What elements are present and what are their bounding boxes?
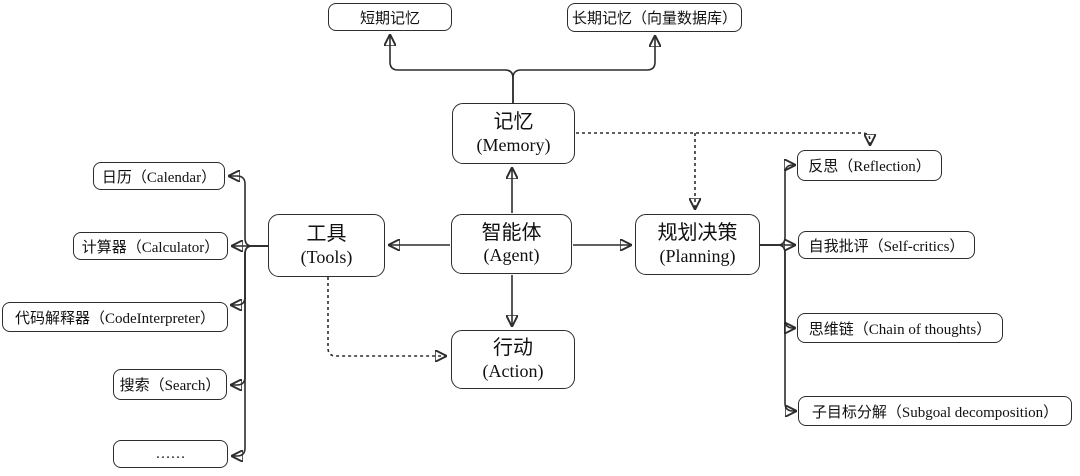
node-long-term-memory-label: 长期记忆（向量数据库）: [571, 11, 737, 27]
node-agent-label-en: (Agent): [483, 245, 540, 266]
node-short-term-memory: 短期记忆: [328, 3, 452, 31]
node-chain-of-thoughts: 思维链（Chain of thoughts）: [797, 313, 1003, 343]
edge-planning-subgoal: [760, 244, 795, 411]
node-planning-label-en: (Planning): [659, 245, 736, 266]
node-self-critics: 自我批评（Self-critics）: [798, 231, 975, 259]
node-reflection-label: 反思（Reflection）: [808, 159, 931, 175]
node-code-interpreter: 代码解释器（CodeInterpreter）: [2, 302, 228, 332]
node-tools: 工具 (Tools): [268, 214, 385, 277]
node-calculator-label: 计算器（Calculator）: [81, 239, 220, 256]
edge-tools-more: [233, 245, 268, 456]
node-search: 搜索（Search）: [113, 369, 227, 400]
node-memory-label-en: (Memory): [476, 134, 551, 155]
edge-planning-reflection: [760, 165, 794, 246]
node-calendar: 日历（Calendar）: [93, 162, 225, 190]
node-tools-label-en: (Tools): [300, 246, 353, 267]
node-calculator: 计算器（Calculator）: [73, 232, 228, 260]
edge-tools-code-interpreter: [232, 245, 268, 305]
edge-tools-calendar: [230, 176, 268, 247]
node-subgoal-decomposition-label: 子目标分解（Subgoal decomposition）: [811, 404, 1059, 421]
node-more-tools-label: ……: [155, 445, 186, 462]
node-tools-label-zh: 工具: [306, 223, 347, 246]
node-agent: 智能体 (Agent): [451, 214, 572, 274]
node-self-critics-label: 自我批评（Self-critics）: [808, 238, 965, 255]
edge-memory-reflection-dashed: [576, 132, 870, 144]
node-action: 行动 (Action): [451, 330, 575, 389]
node-search-label: 搜索（Search）: [119, 378, 221, 394]
node-long-term-memory: 长期记忆（向量数据库）: [567, 3, 742, 32]
node-short-term-memory-label: 短期记忆: [359, 10, 420, 27]
node-memory: 记忆 (Memory): [452, 103, 575, 164]
node-action-label-en: (Action): [482, 360, 544, 381]
edge-memory-short-term: [390, 36, 514, 103]
edge-memory-long-term: [512, 37, 655, 103]
edge-tools-search: [232, 245, 268, 385]
node-calendar-label: 日历（Calendar）: [101, 169, 217, 186]
node-planning: 规划决策 (Planning): [635, 214, 760, 275]
node-more-tools: ……: [113, 440, 228, 468]
node-planning-label-zh: 规划决策: [657, 222, 738, 245]
node-agent-label-zh: 智能体: [481, 221, 542, 244]
node-subgoal-decomposition: 子目标分解（Subgoal decomposition）: [798, 396, 1072, 426]
node-memory-label-zh: 记忆: [493, 111, 534, 134]
node-action-label-zh: 行动: [493, 337, 533, 360]
node-reflection: 反思（Reflection）: [797, 150, 942, 181]
node-code-interpreter-label: 代码解释器（CodeInterpreter）: [15, 310, 215, 327]
edge-tools-action-dashed: [327, 277, 445, 356]
edge-planning-chain-of-thoughts: [760, 244, 794, 328]
node-chain-of-thoughts-label: 思维链（Chain of thoughts）: [808, 321, 992, 338]
